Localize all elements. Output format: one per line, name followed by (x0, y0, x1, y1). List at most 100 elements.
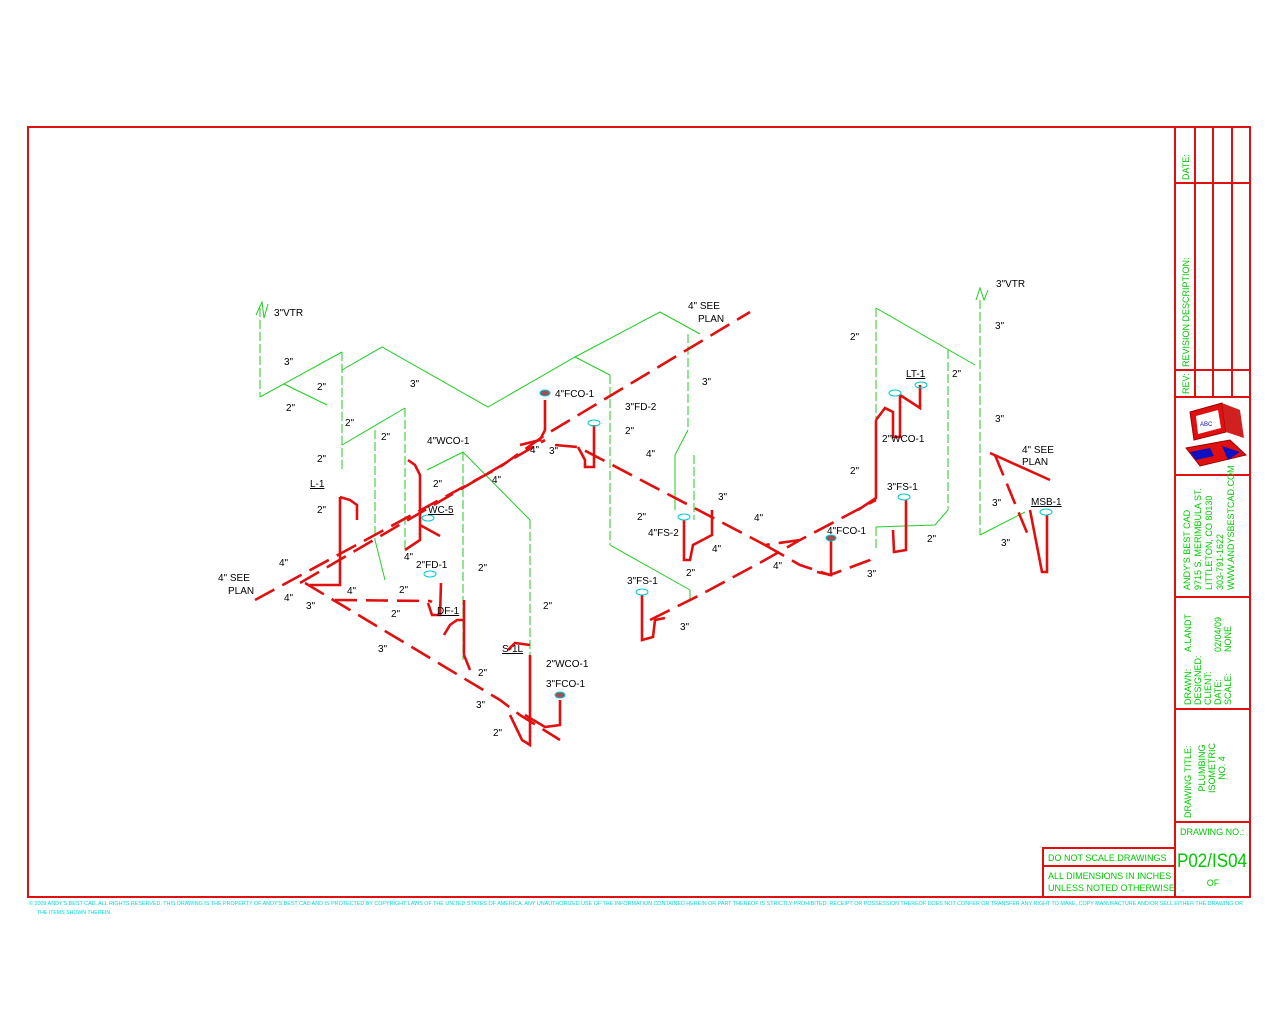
label-fixture: L-1 (310, 479, 325, 490)
label-size: 3" (680, 622, 690, 633)
label-see-plan: PLAN (228, 586, 254, 597)
label-see-plan: PLAN (1022, 457, 1048, 468)
date-field-label: DATE: (1213, 679, 1223, 705)
company-logo: ABC (1185, 402, 1248, 467)
label-see-plan: PLAN (698, 314, 724, 325)
note-do-not-scale: DO NOT SCALE DRAWINGS (1048, 853, 1167, 863)
label-fixture: 4"FCO-1 (827, 526, 867, 537)
label-fixture: 4"WCO-1 (427, 436, 470, 447)
label-size: 2" (850, 332, 860, 343)
label-fixture: 3"FCO-1 (546, 679, 586, 690)
title-block: DATE: REVISION DESCRIPTION: REV: ABC AND… (1042, 127, 1250, 898)
label-size: 4" (754, 513, 764, 524)
label-size: 3" (718, 492, 728, 503)
note-dimensions-1: ALL DIMENSIONS IN INCHES (1048, 871, 1171, 881)
drawing-number: P02/IS04 (1177, 851, 1247, 872)
label-size: 2" (286, 403, 296, 414)
label-fixture: 3"FD-2 (625, 402, 657, 413)
scale-label: SCALE: (1223, 673, 1233, 705)
copyright-notice-cont: THE ITEMS SHOWN THEREIN. (37, 910, 112, 916)
label-size: 2" (637, 512, 647, 523)
label-fixture: 2"WCO-1 (882, 434, 925, 445)
label-size: 3" (995, 414, 1005, 425)
label-vtr: 3"VTR (274, 308, 303, 319)
drawn-value: A.LANDT (1183, 613, 1193, 652)
label-size: 3" (476, 700, 486, 711)
company-phone: 303-791-1622 (1215, 534, 1225, 590)
label-fixture: DF-1 (437, 606, 460, 617)
label-size: 2" (478, 668, 488, 679)
date-label: DATE: (1181, 154, 1191, 180)
label-size: 3" (992, 498, 1002, 509)
label-size: 3" (549, 446, 559, 457)
company-city: LITTLETON, CO 80130 (1204, 496, 1214, 590)
drawing-title-label: DRAWING TITLE: (1183, 745, 1193, 818)
sheet-border (27, 126, 1251, 898)
rev-label: REV: (1181, 373, 1191, 394)
logo-text: ABC (1200, 422, 1213, 428)
label-fixture: 3"FS-1 (887, 482, 918, 493)
label-size: 3" (284, 357, 294, 368)
scale-value: NONE (1223, 626, 1233, 652)
label-fixture: 2"WCO-1 (546, 659, 589, 670)
copyright-notice: © 2009 ANDY'S BEST CAD. ALL RIGHTS RESER… (29, 900, 1243, 907)
label-fixture: 3"FS-1 (627, 576, 658, 587)
label-size: 4" (284, 593, 294, 604)
drawing-no-label: DRAWING NO.: (1180, 827, 1244, 837)
label-size: 3" (410, 379, 420, 390)
label-size: 4" (492, 475, 502, 486)
label-size: 2" (317, 505, 327, 516)
label-size: 4" (404, 552, 414, 563)
label-size: 2" (478, 563, 488, 574)
label-size: 4" (646, 449, 656, 460)
client-label: CLIENT: (1203, 671, 1213, 705)
label-size: 2" (686, 568, 696, 579)
label-see-plan: 4" SEE (218, 573, 250, 584)
label-fixture: MSB-1 (1031, 497, 1062, 508)
label-size: 2" (543, 601, 553, 612)
label-size: 3" (306, 601, 316, 612)
label-size: 3" (867, 569, 877, 580)
label-size: 2" (345, 418, 355, 429)
label-size: 2" (391, 609, 401, 620)
label-size: 2" (493, 728, 503, 739)
drawn-label: DRAWN: (1183, 669, 1193, 705)
revision-label: REVISION DESCRIPTION: (1181, 257, 1191, 367)
label-size: 3" (995, 321, 1005, 332)
fixture-symbols (421, 381, 1053, 699)
label-vtr: 3"VTR (996, 279, 1025, 290)
label-size: 2" (381, 432, 391, 443)
label-size: 3" (702, 377, 712, 388)
designed-label: DESIGNED: (1193, 655, 1203, 705)
sheet-of: OF (1207, 878, 1220, 888)
company-name: ANDY'S BEST CAD (1182, 509, 1192, 590)
label-size: 4" (773, 561, 783, 572)
label-fixture: 4"FCO-1 (555, 389, 595, 400)
company-address: 9715 S. MERIMBULA ST. (1193, 488, 1203, 590)
label-size: 2" (850, 466, 860, 477)
label-size: 3" (378, 644, 388, 655)
drawing-title-line1: PLUMBING (1197, 744, 1207, 791)
label-size: 4" (530, 445, 540, 456)
vent-piping (255, 286, 1026, 665)
note-dimensions-2: UNLESS NOTED OTHERWISE (1048, 883, 1175, 893)
label-fixture: WC-5 (428, 505, 454, 516)
label-size: 2" (433, 479, 443, 490)
waste-piping (254, 310, 1051, 748)
label-fixture: 4"FS-2 (648, 528, 679, 539)
company-website: WWW.ANDYSBESTCAD.COM (1226, 465, 1236, 590)
label-see-plan: 4" SEE (688, 301, 720, 312)
label-fixture: LT-1 (906, 369, 926, 380)
label-size: 2" (317, 454, 327, 465)
label-size: 4" (712, 544, 722, 555)
label-fixture: S-1L (502, 644, 524, 655)
label-size: 2" (952, 369, 962, 380)
date-value: 02/04/09 (1213, 617, 1223, 652)
drawing-title-line2: ISOMETRIC (1207, 743, 1217, 794)
label-size: 4" (347, 586, 357, 597)
label-size: 3" (1001, 538, 1011, 549)
pipe-labels: 3"VTR 3" 2" 2" 3" 2" 2" 4"WCO-1 2" L-1 2… (218, 279, 1062, 739)
label-size: 2" (927, 534, 937, 545)
label-size: 4" (279, 558, 289, 569)
